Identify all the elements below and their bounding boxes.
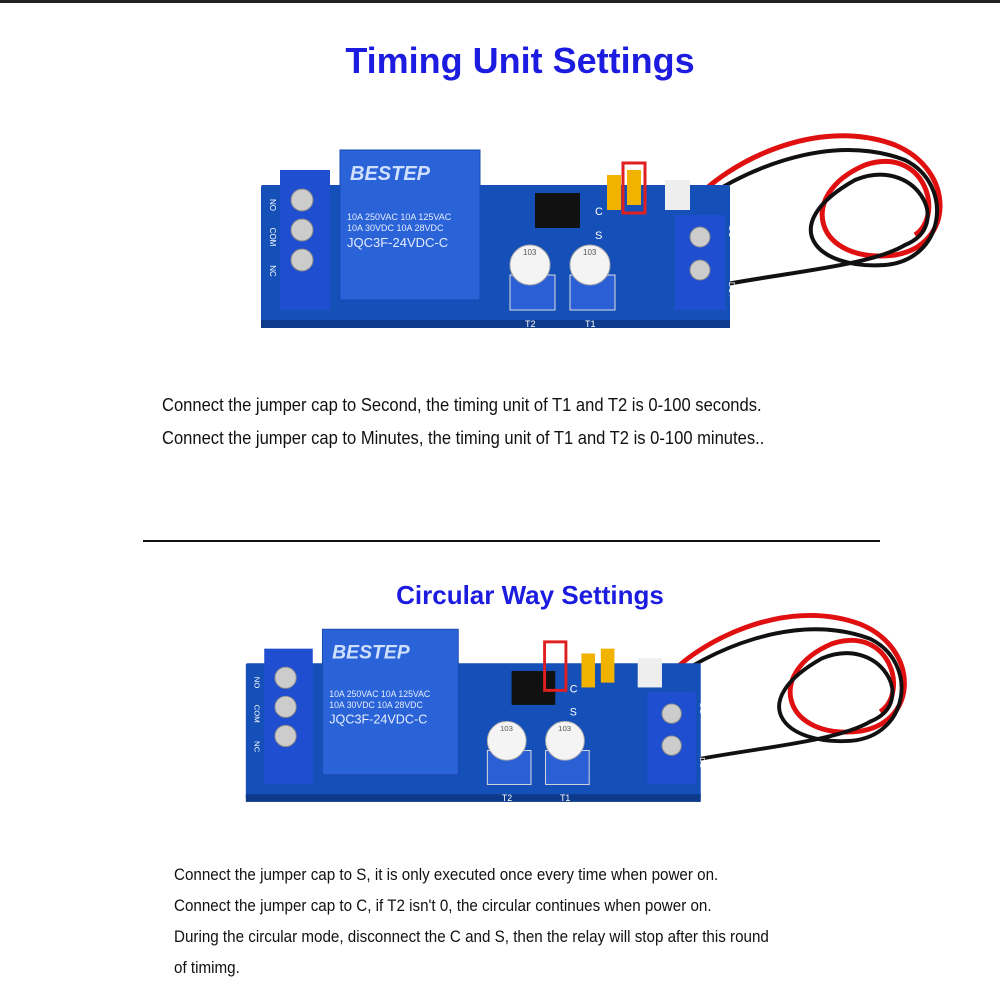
terminal-screw [689, 226, 711, 248]
instruction-line: During the circular mode, disconnect the… [174, 928, 769, 946]
terminal-label-dc-plus: DC+ [698, 757, 707, 773]
instruction-line: Connect the jumper cap to S, it is only … [174, 866, 719, 884]
black-wire [607, 627, 904, 787]
pot-label: T2 [525, 319, 536, 329]
terminal-screw [661, 735, 682, 756]
pcb-edge [261, 320, 730, 328]
relay-rating: 10A 250VAC 10A 125VAC [347, 212, 452, 222]
red-wire [664, 613, 907, 735]
instruction-line: of timimg. [174, 959, 240, 977]
relay [321, 628, 459, 776]
pot-label: T2 [502, 793, 512, 803]
highlight-box [543, 640, 568, 692]
terminal-screw [290, 218, 314, 242]
terminal-label-dc-minus: DC- [698, 703, 707, 717]
instruction-line: Connect the jumper cap to Minutes, the t… [162, 428, 765, 448]
top-border [0, 0, 1000, 3]
jst-connector [665, 180, 690, 210]
potentiometer [509, 244, 551, 286]
relay-rating: 10A 30VDC 10A 28VDC [329, 700, 423, 710]
pcb [245, 663, 701, 799]
instruction-line: Connect the jumper cap to C, if T2 isn't… [174, 897, 712, 915]
terminal-screw [274, 695, 297, 719]
terminal-screw [689, 259, 711, 281]
instruction-line: Connect the jumper cap to Second, the ti… [162, 395, 762, 415]
section-divider [143, 540, 880, 542]
relay-model: JQC3F-24VDC-C [347, 235, 448, 250]
pcb-edge [245, 794, 701, 802]
pin-label-s: S [570, 707, 577, 719]
potentiometer [545, 720, 585, 761]
terminal-screw [290, 188, 314, 212]
relay-brand: BESTEP [350, 163, 431, 185]
terminal-label-com: COM [253, 705, 262, 723]
jumper-cap [581, 653, 596, 688]
pin-label-s: S [595, 230, 602, 242]
pot-label: T1 [560, 793, 570, 803]
ic-chip [535, 193, 580, 228]
pot-label: T1 [585, 319, 596, 329]
terminal-label-no: NO [253, 677, 262, 689]
section-title-timing-unit: Timing Unit Settings [345, 40, 695, 81]
terminal-label-no: NO [268, 199, 277, 211]
relay [339, 149, 481, 301]
pot-code: 103 [500, 724, 513, 733]
terminal-label-dc-plus: DC+ [727, 282, 736, 299]
relay-rating: 10A 30VDC 10A 28VDC [347, 223, 444, 233]
jumper-cap [607, 175, 621, 210]
relay-model: JQC3F-24VDC-C [329, 712, 427, 726]
terminal-label-nc: NC [253, 741, 262, 753]
section-title-circular-way: Circular Way Settings [396, 580, 664, 610]
potentiometer-base [509, 274, 556, 311]
terminal-screw [290, 248, 314, 272]
pot-code: 103 [523, 248, 537, 257]
terminal-label-com: COM [268, 228, 277, 247]
pin-label-c: C [595, 206, 603, 218]
pcb [261, 185, 730, 325]
jumper-cap [627, 170, 641, 205]
terminal-screw [661, 703, 682, 724]
pot-code: 103 [583, 248, 597, 257]
pin-label-c: C [570, 683, 578, 695]
terminal-label-dc-minus: DC- [727, 226, 736, 241]
terminal-label-nc: NC [268, 265, 277, 277]
potentiometer [569, 244, 611, 286]
black-wire [634, 148, 940, 312]
relay-brand: BESTEP [332, 641, 410, 663]
terminal-screw [274, 666, 297, 689]
red-wire [693, 133, 943, 259]
highlight-box [621, 161, 647, 215]
pot-code: 103 [558, 724, 571, 733]
ic-chip [511, 670, 556, 705]
potentiometer [486, 720, 527, 761]
relay-rating: 10A 250VAC 10A 125VAC [329, 689, 430, 699]
jst-connector [637, 658, 662, 688]
terminal-screw [274, 724, 297, 748]
jumper-cap [600, 648, 615, 683]
